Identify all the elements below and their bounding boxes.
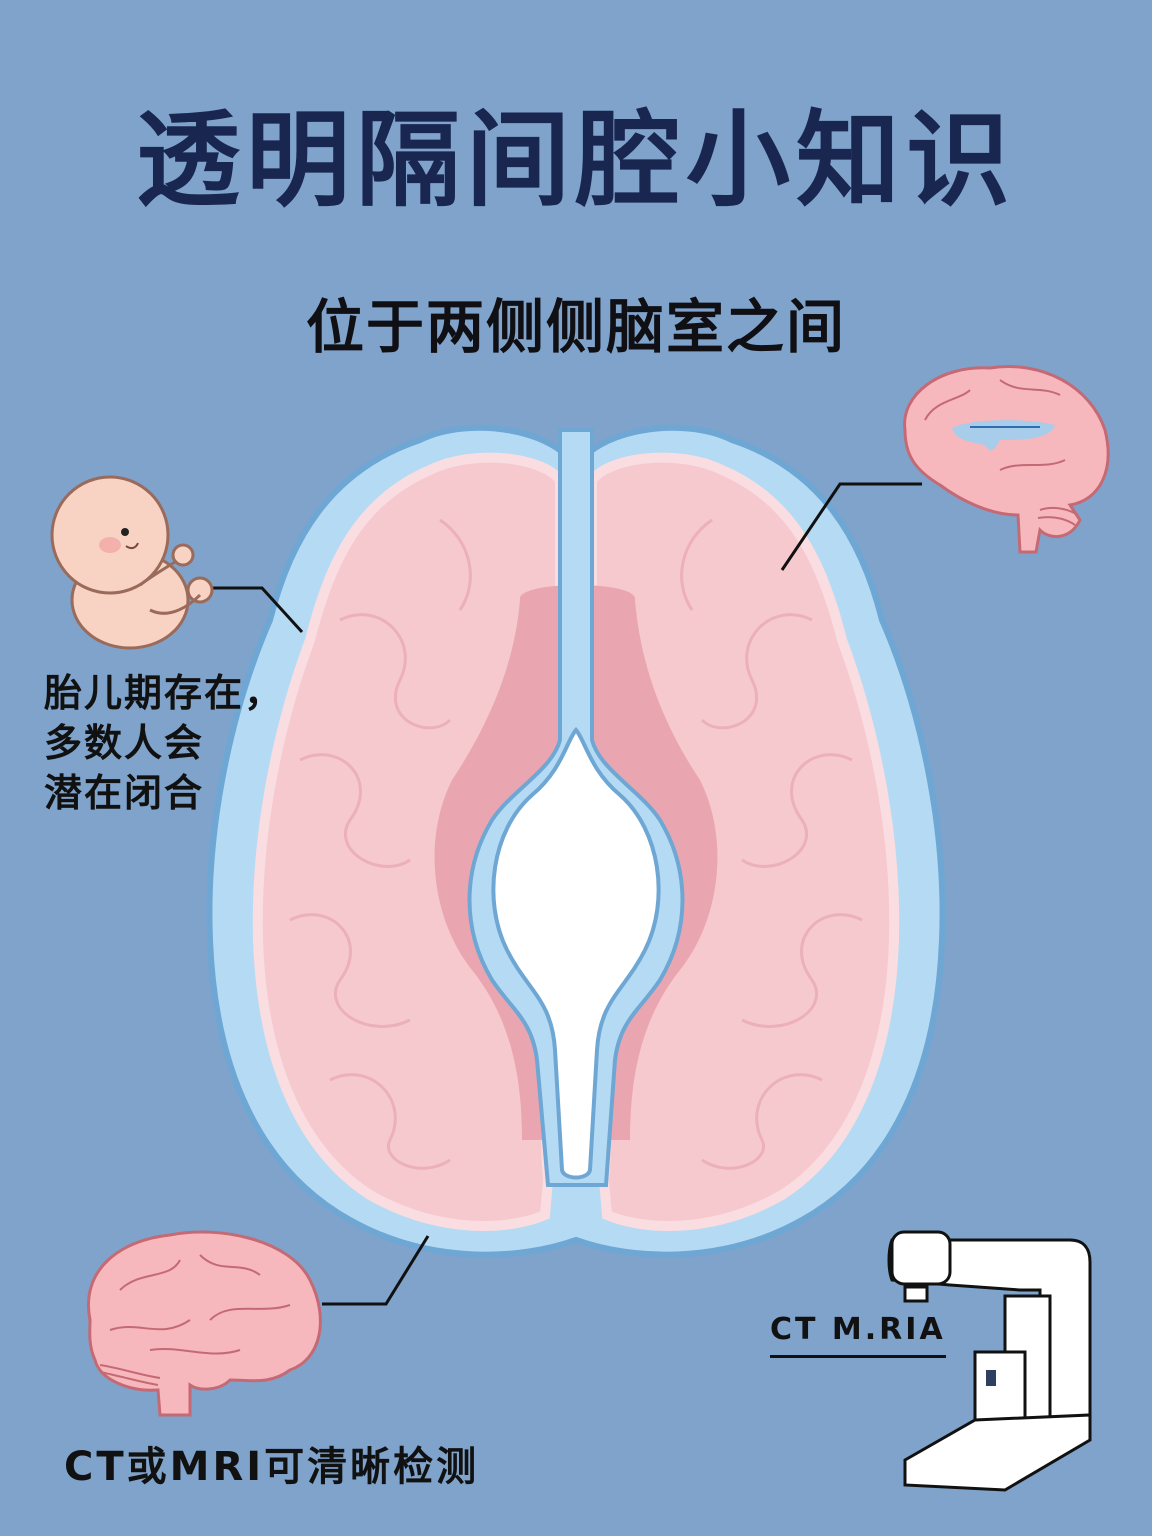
detection-callout-text: CT或MRI可清晰检测 [64,1444,480,1490]
page-title: 透明隔间腔小知识 [135,98,1016,221]
page-subtitle: 位于两侧侧脑室之间 [305,293,846,361]
detection-leader-line [322,1235,430,1306]
fetal-line-2: 多数人会 [44,721,205,765]
fetal-line-3: 潜在闭合 [44,771,205,815]
machine-callout-text: CT M.RIA [770,1312,946,1358]
fetal-line-1: 胎儿期存在， [44,671,285,715]
cavum-septi-pellucidi-icon [491,727,661,1180]
gyri-lines-icon [289,518,863,1170]
fetal-leader-line [212,586,304,634]
sagittal-leader-line [780,482,922,571]
fetal-callout-text: 胎儿期存在， 多数人会 潜在闭合 [44,668,284,818]
